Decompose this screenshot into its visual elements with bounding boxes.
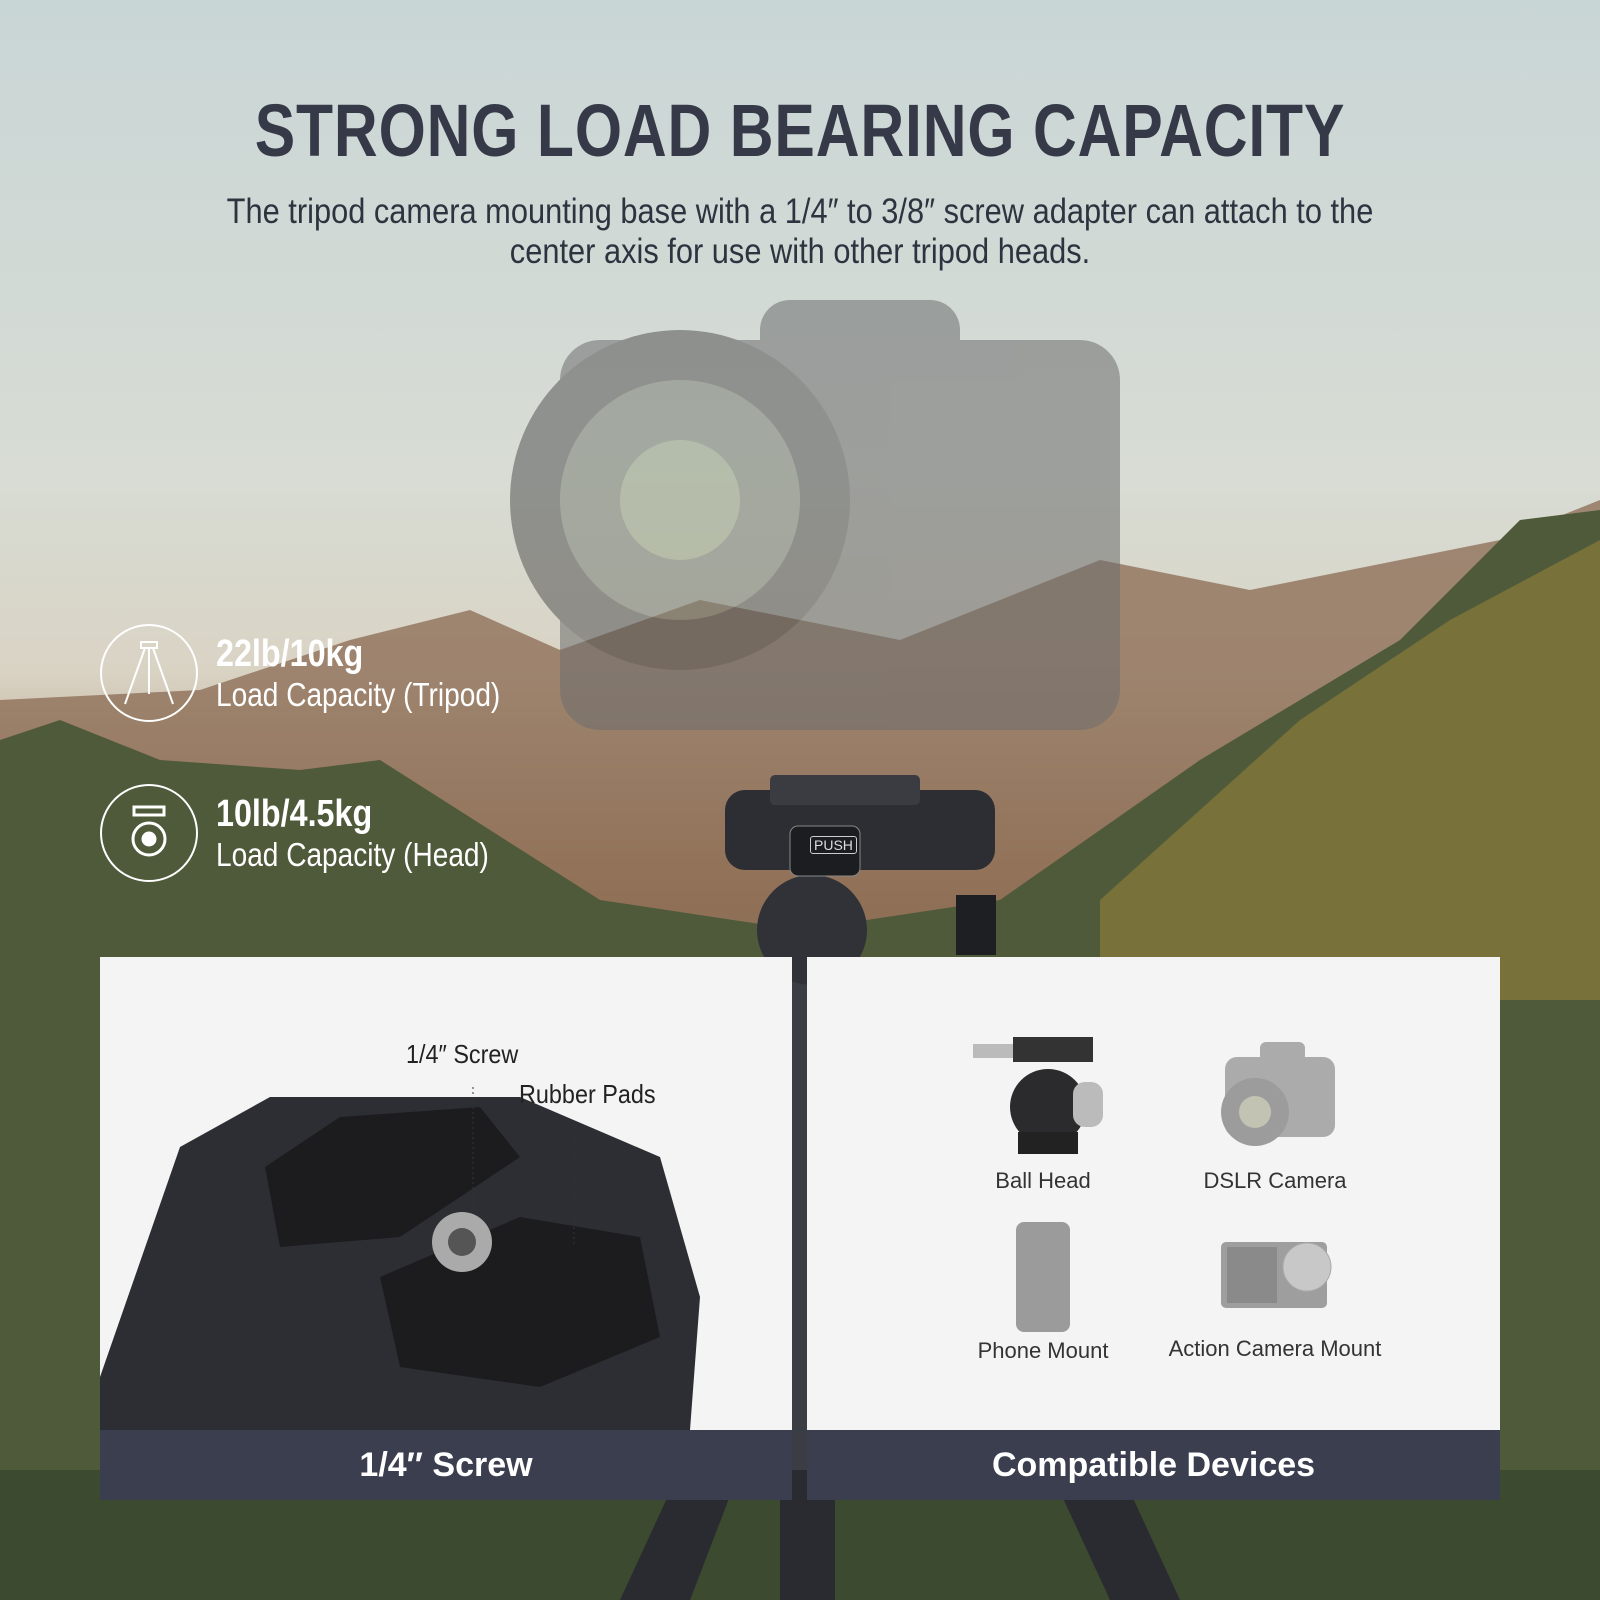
device-action-camera: Action Camera Mount (1155, 1222, 1395, 1362)
spec-value: 10lb/4.5kg (216, 792, 373, 835)
devices-caption: Compatible Devices (807, 1430, 1500, 1500)
spec-label: Load Capacity (Head) (216, 835, 489, 873)
tripod-icon (100, 624, 198, 722)
dslr-camera-icon (1221, 1042, 1335, 1146)
action-camera-icon (1221, 1242, 1332, 1308)
ball-head-icon (973, 1037, 1103, 1154)
screw-panel: 1/4″ Screw Rubber Pads 1/4″ Screw (100, 957, 792, 1500)
device-label: Ball Head (995, 1168, 1091, 1193)
spec-value: 22lb/10kg (216, 632, 364, 675)
device-label: Phone Mount (977, 1338, 1109, 1363)
quick-release-plate-image (100, 1087, 700, 1430)
device-label: DSLR Camera (1203, 1168, 1347, 1193)
device-label: Action Camera Mount (1168, 1336, 1382, 1361)
callout-screw: 1/4″ Screw (406, 1039, 519, 1069)
device-dslr-camera: DSLR Camera (1155, 1032, 1395, 1194)
devices-panel: Ball Head DSLR Camera Phone Mount Action… (807, 957, 1500, 1500)
device-phone-mount: Phone Mount (923, 1222, 1163, 1364)
screw-caption: 1/4″ Screw (100, 1430, 792, 1500)
spec-label: Load Capacity (Tripod) (216, 675, 501, 713)
push-label: PUSH (810, 836, 857, 854)
dslr-camera-ghost (510, 300, 1120, 730)
phone-icon (1016, 1222, 1070, 1332)
page-subtitle: The tripod camera mounting base with a 1… (226, 192, 1374, 271)
ball-head-icon (100, 784, 198, 882)
page-title: STRONG LOAD BEARING CAPACITY (254, 89, 1346, 172)
callout-rubber-pads: Rubber Pads (519, 1079, 656, 1109)
device-ball-head: Ball Head (923, 1032, 1163, 1194)
